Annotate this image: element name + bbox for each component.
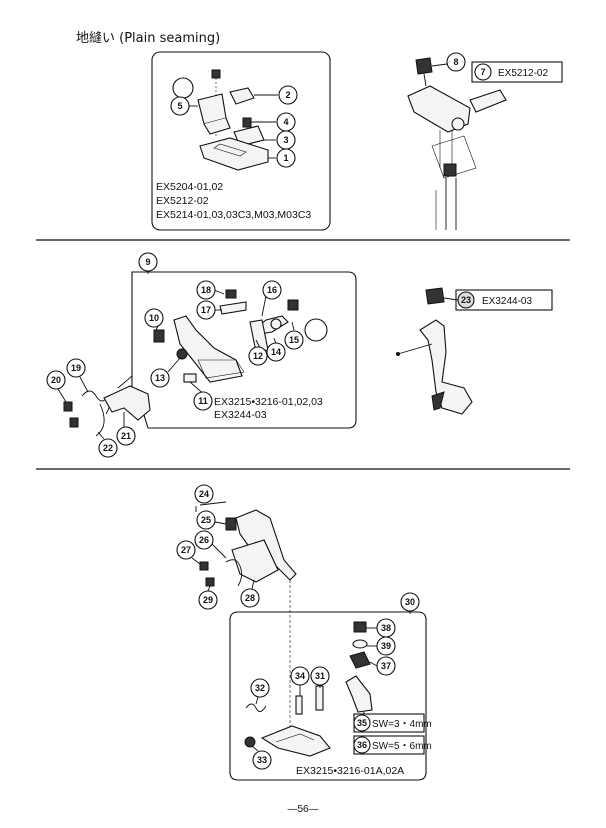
screw-10 (153, 329, 165, 343)
pin-34 (295, 695, 303, 715)
screw-8 (415, 57, 433, 75)
callout-5: 5 (177, 101, 182, 111)
callout-36: 36 (357, 740, 367, 750)
page-title: 地縫い (Plain seaming) (76, 31, 220, 46)
screw-4 (242, 117, 252, 128)
callout-blank-1 (172, 77, 194, 99)
screw-15 (287, 299, 299, 311)
screw-25 (225, 517, 237, 531)
screw-27b (205, 577, 215, 587)
callout-9: 9 (145, 257, 150, 267)
washer-39 (352, 639, 368, 649)
section-1-left-group: 2 5 4 3 1 EX5204-01,02 EX5212-02 EX5214-… (151, 51, 331, 231)
callout-17: 17 (201, 305, 211, 315)
callout-1: 1 (283, 153, 288, 163)
part-28 (231, 539, 279, 583)
spring-26 (225, 559, 243, 587)
callout-4: 4 (283, 117, 288, 127)
callout-23: 23 (461, 295, 471, 305)
callout-32: 32 (255, 683, 265, 693)
callout-2: 2 (285, 90, 290, 100)
callout-13: 13 (155, 373, 165, 383)
callout-21: 21 (121, 431, 131, 441)
model-caption-3: EX5214-01,03,03C3,M03,M03C3 (156, 209, 311, 221)
callout-20: 20 (51, 375, 61, 385)
section-3-lower-group: 30 38 39 37 34 31 32 33 35 SW=3・4mm (229, 592, 432, 781)
model-caption-5: EX3244-03 (214, 409, 267, 421)
callout-31: 31 (315, 671, 325, 681)
callout-35: 35 (357, 718, 367, 728)
callout-25: 25 (201, 515, 211, 525)
part-37 (349, 651, 371, 669)
callout-10: 10 (149, 313, 159, 323)
callout-19: 19 (71, 363, 81, 373)
part-35-36 (345, 675, 373, 713)
callout-28: 28 (245, 593, 255, 603)
callout-blank-2 (304, 318, 328, 342)
spring-19 (81, 390, 111, 415)
section-2-frame (131, 271, 357, 429)
tag-36-text: SW=5・6mm (372, 741, 432, 752)
callout-39: 39 (381, 641, 391, 651)
screw-18 (225, 289, 237, 299)
callout-11: 11 (198, 396, 208, 406)
callout-3: 3 (283, 135, 288, 145)
callout-7: 7 (480, 67, 485, 77)
screw-13 (176, 348, 188, 360)
page-number: —56— (287, 804, 318, 815)
model-caption-2: EX5212-02 (156, 195, 209, 207)
lever-arm (419, 319, 473, 415)
part-23 (425, 287, 445, 305)
part-17 (219, 301, 247, 315)
callout-26: 26 (199, 535, 209, 545)
screw-20a (63, 401, 73, 412)
callout-18: 18 (201, 285, 211, 295)
screw-27a (199, 561, 209, 571)
callout-24: 24 (199, 489, 209, 499)
section-2-right-group: 23 EX3244-03 (396, 287, 553, 415)
callout-15: 15 (289, 335, 299, 345)
tag-23-text: EX3244-03 (482, 296, 532, 307)
presser-foot-lower (260, 725, 331, 757)
callout-14: 14 (271, 347, 281, 357)
screw-top (211, 69, 221, 79)
section-1-right-group: 8 7 EX5212-02 (407, 52, 563, 230)
spring-32 (245, 703, 267, 712)
screw-38 (353, 621, 367, 633)
callout-29: 29 (203, 595, 213, 605)
callout-38: 38 (381, 623, 391, 633)
callout-30: 30 (405, 597, 415, 607)
tag-7-text: EX5212-02 (498, 68, 548, 79)
pin-31 (315, 685, 324, 711)
callout-37: 37 (381, 661, 391, 671)
callout-8: 8 (453, 57, 458, 67)
lever-21 (103, 385, 151, 421)
callout-33: 33 (257, 755, 267, 765)
section-3-frame (229, 611, 427, 781)
pin-11 (183, 373, 197, 383)
screw-33 (244, 736, 256, 748)
callout-34: 34 (295, 671, 305, 681)
presser-foot-assembly (173, 315, 243, 383)
part-2 (229, 87, 255, 105)
callout-27: 27 (181, 545, 191, 555)
callout-12: 12 (253, 351, 263, 361)
tag-35-text: SW=3・4mm (372, 719, 432, 730)
section-3-upper-group: 24 25 26 27 28 29 (176, 484, 297, 740)
model-caption-6: EX3215•3216-01A,02A (296, 765, 404, 777)
part-14 (270, 318, 282, 330)
model-caption-4: EX3215•3216-01,02,03 (214, 396, 323, 408)
model-caption-1: EX5204-01,02 (156, 181, 223, 193)
section-1-frame (151, 51, 331, 231)
tag-7-box (471, 61, 563, 83)
callout-16: 16 (267, 285, 277, 295)
screw-20b (69, 417, 79, 428)
callout-22: 22 (103, 443, 113, 453)
section-2-left-group: 9 18 17 10 16 15 14 12 13 11 E (46, 252, 357, 458)
